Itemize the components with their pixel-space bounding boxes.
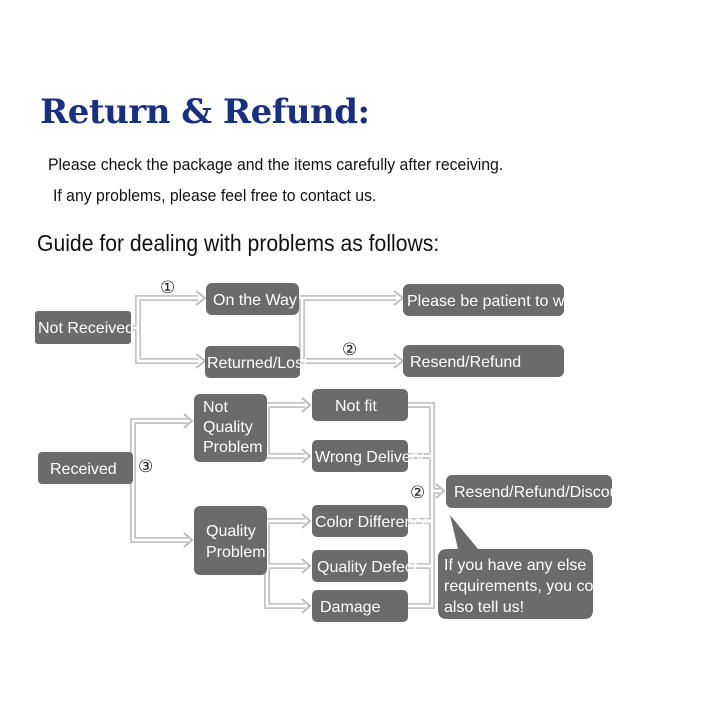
svg-text:Quality: Quality [203,419,253,436]
svg-text:Not fit: Not fit [335,398,377,415]
svg-text:Please be patient to wait: Please be patient to wait [407,293,582,310]
node-quality-defect: Quality Defect [312,550,418,582]
svg-text:Quality Defect: Quality Defect [317,559,418,576]
svg-text:Returned/Lost: Returned/Lost [207,355,308,372]
page-title: Return & Refund: [40,92,370,132]
note-bubble: If you have any else requirements, you c… [438,515,615,619]
note-line-2: requirements, you could [444,578,615,595]
svg-text:Problem: Problem [206,544,266,561]
step-marker-2-bottom: ② [410,483,425,503]
node-not-quality-problem: Not Quality Problem [194,394,267,462]
step-marker-3: ③ [138,457,153,477]
node-quality-problem: Quality Problem [194,506,267,575]
step-marker-2-top: ② [342,340,357,360]
node-please-wait: Please be patient to wait [403,284,582,316]
svg-text:Resend/Refund/Discount: Resend/Refund/Discount [454,484,632,501]
node-received: Received [38,452,133,484]
node-wrong-delivery: Wrong Delivery [312,440,424,472]
node-resend-refund: Resend/Refund [403,345,564,377]
node-not-received: Not Received [35,311,134,344]
node-color-difference: Color Difference [312,505,430,537]
svg-text:Damage: Damage [320,599,381,616]
intro-line-2: If any problems, please feel free to con… [53,186,377,205]
node-damage: Damage [312,590,408,622]
guide-heading: Guide for dealing with problems as follo… [37,230,440,256]
svg-text:Not Received: Not Received [38,320,134,337]
note-line-3: also tell us! [444,599,524,616]
svg-text:Quality: Quality [206,523,256,540]
svg-text:Received: Received [50,461,117,478]
node-on-the-way: On the Way [206,283,299,315]
svg-text:Color Difference: Color Difference [315,514,430,531]
node-not-fit: Not fit [312,389,408,421]
svg-text:Resend/Refund: Resend/Refund [410,354,521,371]
intro-line-1: Please check the package and the items c… [48,155,504,174]
svg-text:Wrong Delivery: Wrong Delivery [315,449,424,466]
svg-text:On the Way: On the Way [213,292,297,309]
svg-text:Problem: Problem [203,439,263,456]
step-marker-1: ① [160,278,175,298]
note-line-1: If you have any else [444,557,586,574]
node-resend-refund-discount: Resend/Refund/Discount [446,475,632,508]
node-returned-lost: Returned/Lost [205,346,308,378]
svg-text:Not: Not [203,399,228,416]
